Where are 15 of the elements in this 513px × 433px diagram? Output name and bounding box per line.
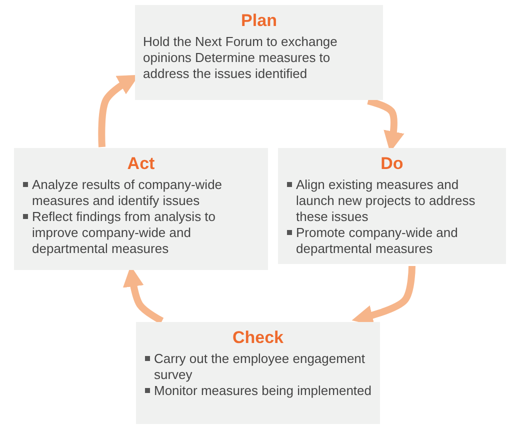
bullet-text: Monitor measures being implemented (154, 383, 372, 398)
bullet-text: Reflect findings from analysis to improve company-wide and departmental measures (32, 209, 216, 256)
stage-title: Plan (240, 11, 278, 31)
description-text: Hold the Next Forum to exchange opinions Determine measures to address the issues identified (143, 34, 338, 82)
process-box (135, 5, 383, 100)
stage-title: Act (126, 154, 156, 174)
bullet-text: Promote company-wide and departmental measures (296, 225, 458, 256)
process-box (14, 148, 268, 270)
bullet-text: Align existing measures and launch new projects to address these issues (296, 177, 476, 224)
process-box (278, 148, 506, 264)
bullet-text: Analyze results of company-wide measures and identify issues (32, 177, 222, 208)
process-box (136, 322, 380, 424)
stage-title: Check (231, 328, 285, 348)
bullet-text: Carry out the employee engagement survey (154, 351, 366, 382)
stage-title: Do (380, 154, 404, 174)
